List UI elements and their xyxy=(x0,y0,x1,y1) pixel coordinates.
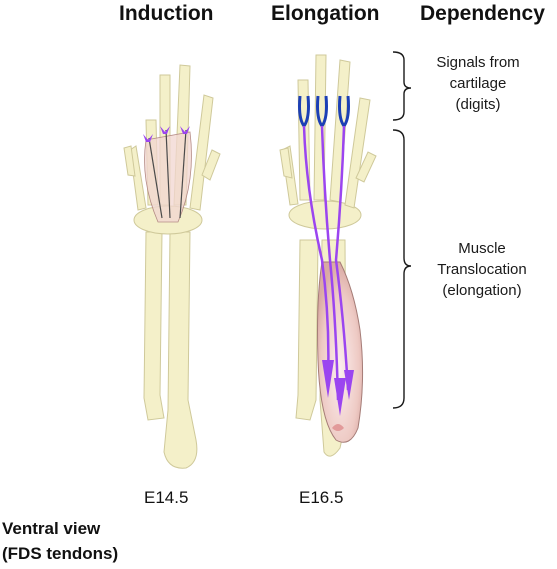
digit-5-bone xyxy=(189,94,214,211)
label-signals: Signals from cartilage (digits) xyxy=(436,54,520,113)
header-dependency: Dependency xyxy=(420,2,545,25)
header-induction: Induction xyxy=(119,2,214,25)
view-note: Ventral view (FDS tendons) xyxy=(2,519,119,563)
radius-bone xyxy=(163,231,198,469)
ulna-bone-right xyxy=(295,239,319,421)
brace-signals xyxy=(392,51,412,121)
stage-label-e16-5: E16.5 xyxy=(299,488,344,507)
fds-muscle xyxy=(317,261,364,443)
header-elongation: Elongation xyxy=(271,2,380,25)
limb-e14-5 xyxy=(123,64,221,469)
tendon-primordia-left xyxy=(143,126,190,142)
label-muscle: Muscle Translocation (elongation) xyxy=(437,240,527,299)
brace-muscle xyxy=(392,129,412,409)
ulna-bone xyxy=(143,231,165,421)
stage-label-e14-5: E14.5 xyxy=(144,488,189,507)
fds-tendons xyxy=(302,125,350,401)
